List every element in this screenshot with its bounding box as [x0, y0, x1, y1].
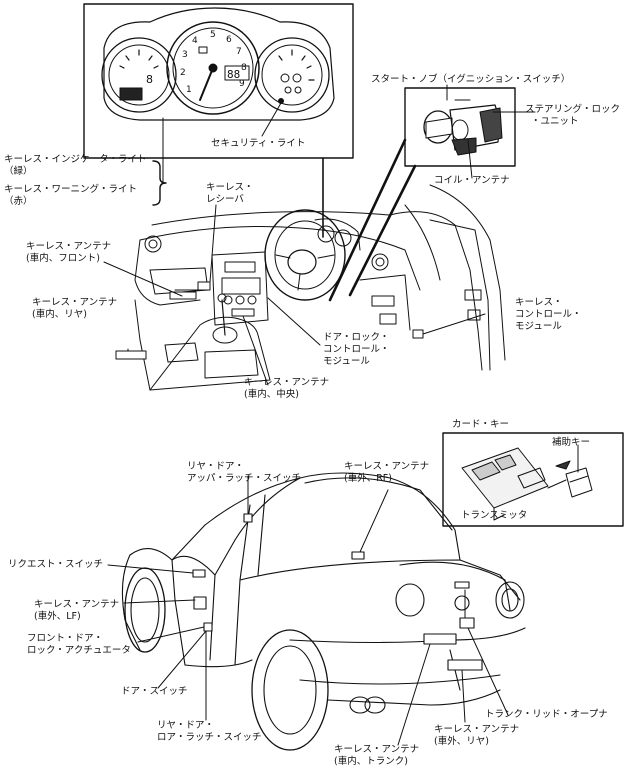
control-module-text-1: キーレス・: [515, 297, 563, 308]
label-steering-lock: ステアリング・ロック ・ユニット: [525, 104, 620, 128]
indicator-light-text-2: （緑）: [4, 166, 33, 177]
inset-leader-2: [348, 164, 417, 297]
tach-num-2: 2: [180, 68, 186, 78]
antenna-center-text-1: キーレス・アンテナ: [244, 377, 330, 388]
rear-upper-latch-text-1: リヤ・ドア・: [187, 461, 245, 472]
tach-num-4: 4: [192, 36, 198, 46]
aux-key-text: 補助キー: [552, 437, 591, 448]
tach-num-6: 6: [226, 35, 232, 45]
label-coil-antenna: コイル・アンテナ: [434, 175, 510, 187]
door-switch-text: ドア・スイッチ: [121, 686, 188, 697]
warning-light-text-2: （赤）: [4, 196, 33, 207]
left-gauge-gear: 8: [146, 73, 153, 86]
start-knob-text: スタート・ノブ（イグニッション・スイッチ）: [371, 74, 571, 85]
transmitter-text: トランスミッタ: [461, 510, 528, 521]
trunk-opener-text: トランク・リッド・オープナ: [485, 709, 608, 720]
label-front-actuator: フロント・ドア・ ロック・アクチュエータ: [27, 633, 131, 657]
label-indicator-light: キーレス・インジケータ・ライト （緑）: [4, 154, 147, 178]
rear-in-car-antenna: [115, 350, 147, 360]
antenna-rear-in-text-2: (車内、リヤ): [32, 309, 87, 320]
label-transmitter: トランスミッタ: [461, 510, 527, 522]
label-antenna-rear-in: キーレス・アンテナ (車内、リヤ): [32, 297, 117, 321]
label-door-switch: ドア・スイッチ: [121, 686, 188, 698]
label-rear-lower-latch: リヤ・ドア・ ロア・ラッチ・スイッチ: [157, 720, 262, 744]
receiver-text-2: レシーバ: [206, 194, 244, 205]
indicator-light-text-1: キーレス・インジケータ・ライト: [4, 154, 147, 165]
antenna-rear-in-text-1: キーレス・アンテナ: [32, 297, 118, 308]
antenna-rf-text-1: キーレス・アンテナ: [344, 461, 430, 472]
receiver-text-1: キーレス・: [206, 182, 254, 193]
antenna-lf-text-2: (車外、LF): [34, 611, 81, 622]
tach-num-7: 7: [236, 47, 242, 57]
coil-antenna-text: コイル・アンテナ: [434, 175, 510, 186]
antenna-front-text-2: (車内、フロント): [26, 253, 100, 264]
inset-leader-1: [328, 138, 407, 302]
antenna-rear-out-text-2: (車外、リヤ): [434, 736, 489, 747]
antenna-trunk-text-2: (車内、トランク): [334, 756, 408, 767]
speed-display: 88: [227, 68, 240, 81]
label-door-lock-module: ドア・ロック・ コントロール・ モジュール: [323, 332, 390, 368]
label-security-light: セキュリティ・ライト: [211, 138, 305, 150]
control-module-text-2: コントロール・: [515, 309, 582, 320]
label-aux-key: 補助キー: [552, 437, 590, 449]
antenna-rear-out-text-1: キーレス・アンテナ: [434, 724, 520, 735]
door-lock-module-text-1: ドア・ロック・: [323, 332, 390, 343]
label-antenna-rear-out: キーレス・アンテナ (車外、リヤ): [434, 724, 519, 748]
dashboard: [103, 184, 506, 391]
exterior-leaders: [107, 475, 509, 746]
label-request-switch: リクエスト・スイッチ: [8, 559, 103, 571]
rear-upper-latch-text-2: アッパ・ラッチ・スイッチ: [187, 473, 302, 484]
tach-num-3: 3: [182, 50, 188, 60]
antenna-front-text-1: キーレス・アンテナ: [26, 241, 112, 252]
label-receiver: キーレス・ レシーバ: [206, 182, 254, 206]
tach-num-9: 9: [239, 79, 245, 89]
request-switch-text: リクエスト・スイッチ: [8, 559, 104, 570]
tach-num-8: 8: [241, 63, 247, 73]
label-control-module: キーレス・ コントロール・ モジュール: [515, 297, 582, 333]
antenna-lf-text-1: キーレス・アンテナ: [34, 599, 120, 610]
tach-num-1: 1: [186, 85, 192, 95]
security-light-text: セキュリティ・ライト: [211, 138, 306, 149]
label-warning-light: キーレス・ワーニング・ライト （赤）: [4, 184, 137, 208]
steering-lock-inset: [404, 84, 536, 179]
antenna-center-text-2: (車内、中央): [244, 389, 299, 400]
steering-lock-text-2: ・ユニット: [531, 116, 579, 127]
label-start-knob: スタート・ノブ（イグニッション・スイッチ）: [371, 74, 570, 86]
door-lock-module-text-3: モジュール: [323, 356, 370, 367]
label-antenna-lf: キーレス・アンテナ (車外、LF): [34, 599, 119, 623]
cluster-leaders: [152, 117, 324, 238]
label-card-key: カード・キー: [452, 419, 509, 431]
antenna-trunk-text-1: キーレス・アンテナ: [334, 744, 420, 755]
label-antenna-front: キーレス・アンテナ (車内、フロント): [26, 241, 111, 265]
card-key-inset: [442, 432, 624, 527]
car-exterior: [121, 472, 526, 751]
label-trunk-opener: トランク・リッド・オープナ: [485, 709, 608, 721]
label-antenna-rf: キーレス・アンテナ (車外、RF): [344, 461, 429, 485]
card-key-text: カード・キー: [452, 419, 510, 430]
antenna-rf-text-2: (車外、RF): [344, 473, 392, 484]
door-lock-module-text-2: コントロール・: [323, 344, 390, 355]
instrument-cluster: 8 1 2 3 4 5 6 7 8 9 88: [83, 3, 354, 159]
front-actuator-text-2: ロック・アクチュエータ: [27, 645, 131, 656]
tach-num-5: 5: [210, 30, 216, 40]
label-antenna-trunk: キーレス・アンテナ (車内、トランク): [334, 744, 419, 768]
label-rear-upper-latch: リヤ・ドア・ アッパ・ラッチ・スイッチ: [187, 461, 301, 485]
warning-light-text-1: キーレス・ワーニング・ライト: [4, 184, 138, 195]
steering-lock-text-1: ステアリング・ロック: [525, 104, 621, 115]
front-actuator-text-1: フロント・ドア・: [27, 633, 104, 644]
rear-lower-latch-text-1: リヤ・ドア・: [157, 720, 215, 731]
control-module-text-3: モジュール: [515, 321, 562, 332]
rear-lower-latch-text-2: ロア・ラッチ・スイッチ: [157, 732, 262, 743]
label-antenna-center: キーレス・アンテナ (車内、中央): [244, 377, 329, 401]
